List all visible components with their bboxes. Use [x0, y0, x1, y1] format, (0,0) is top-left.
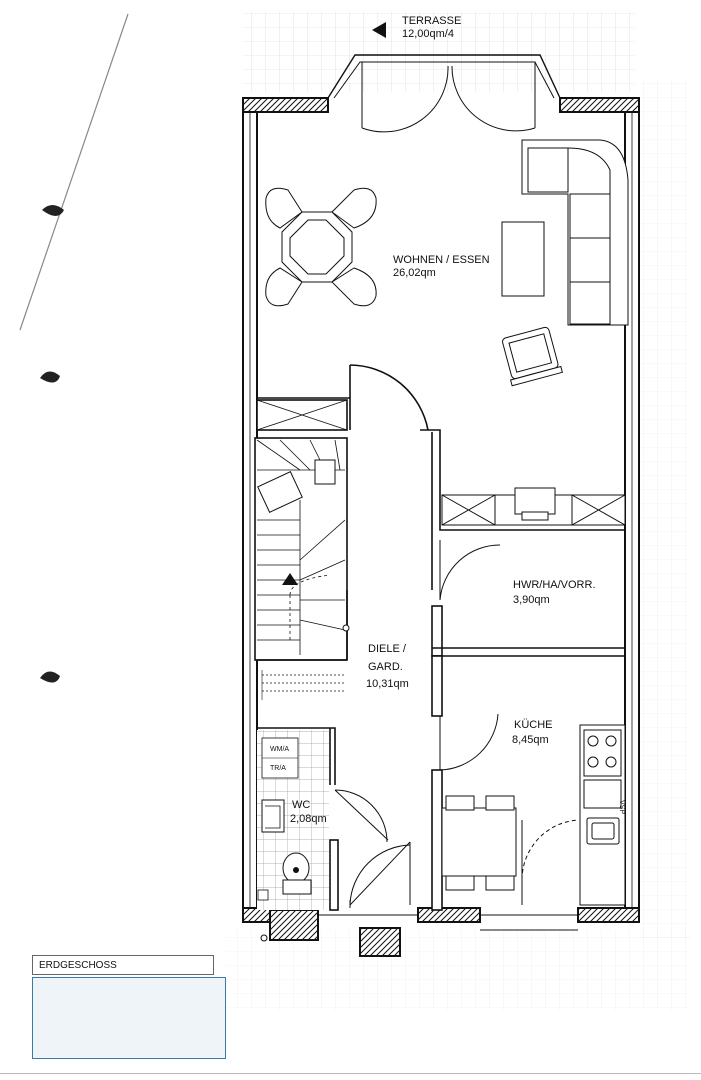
- label-wohnen: WOHNEN / ESSEN: [393, 254, 490, 266]
- legend-box: [32, 977, 226, 1059]
- punch-holes: [40, 205, 64, 683]
- terrace-arrow-icon: [372, 22, 386, 38]
- page-divider: [0, 1073, 701, 1074]
- door-knob-icon: [342, 624, 350, 632]
- terrace-door: [361, 62, 536, 133]
- area-terrasse: 12,00qm/4: [402, 28, 454, 40]
- label-tr: TR/A: [270, 765, 286, 772]
- kitchen-table: [441, 795, 517, 891]
- sideboard: [441, 487, 626, 526]
- label-terrasse: TERRASSE: [402, 15, 461, 27]
- area-kueche: 8,45qm: [512, 734, 549, 746]
- staircase: [256, 439, 347, 700]
- scan-line: [19, 13, 129, 331]
- sofa: [521, 139, 629, 326]
- label-diele-1: DIELE /: [368, 643, 407, 655]
- label-wm: WM/A: [270, 746, 289, 753]
- label-wc: WC: [292, 799, 310, 811]
- label-hwr: HWR/HA/VORR.: [513, 579, 596, 591]
- wc-room: [257, 730, 329, 910]
- label-diele-2: GARD.: [368, 661, 403, 673]
- terrace-grid: [225, 12, 690, 1010]
- armchair: [502, 326, 563, 387]
- area-diele: 10,31qm: [366, 678, 409, 690]
- area-wc: 2,08qm: [290, 813, 327, 825]
- dining-set: [265, 187, 377, 307]
- label-vsp: VSP: [618, 800, 625, 814]
- downpipe-icon: [260, 934, 268, 942]
- stair-arrow-icon: [282, 573, 298, 585]
- coffee-table: [501, 221, 545, 297]
- doors: [334, 540, 579, 908]
- label-kueche: KÜCHE: [514, 719, 553, 731]
- floor-label: ERDGESCHOSS: [32, 955, 214, 975]
- area-hwr: 3,90qm: [513, 594, 550, 606]
- kitchen-counter: [579, 724, 626, 906]
- area-wohnen: 26,02qm: [393, 267, 436, 279]
